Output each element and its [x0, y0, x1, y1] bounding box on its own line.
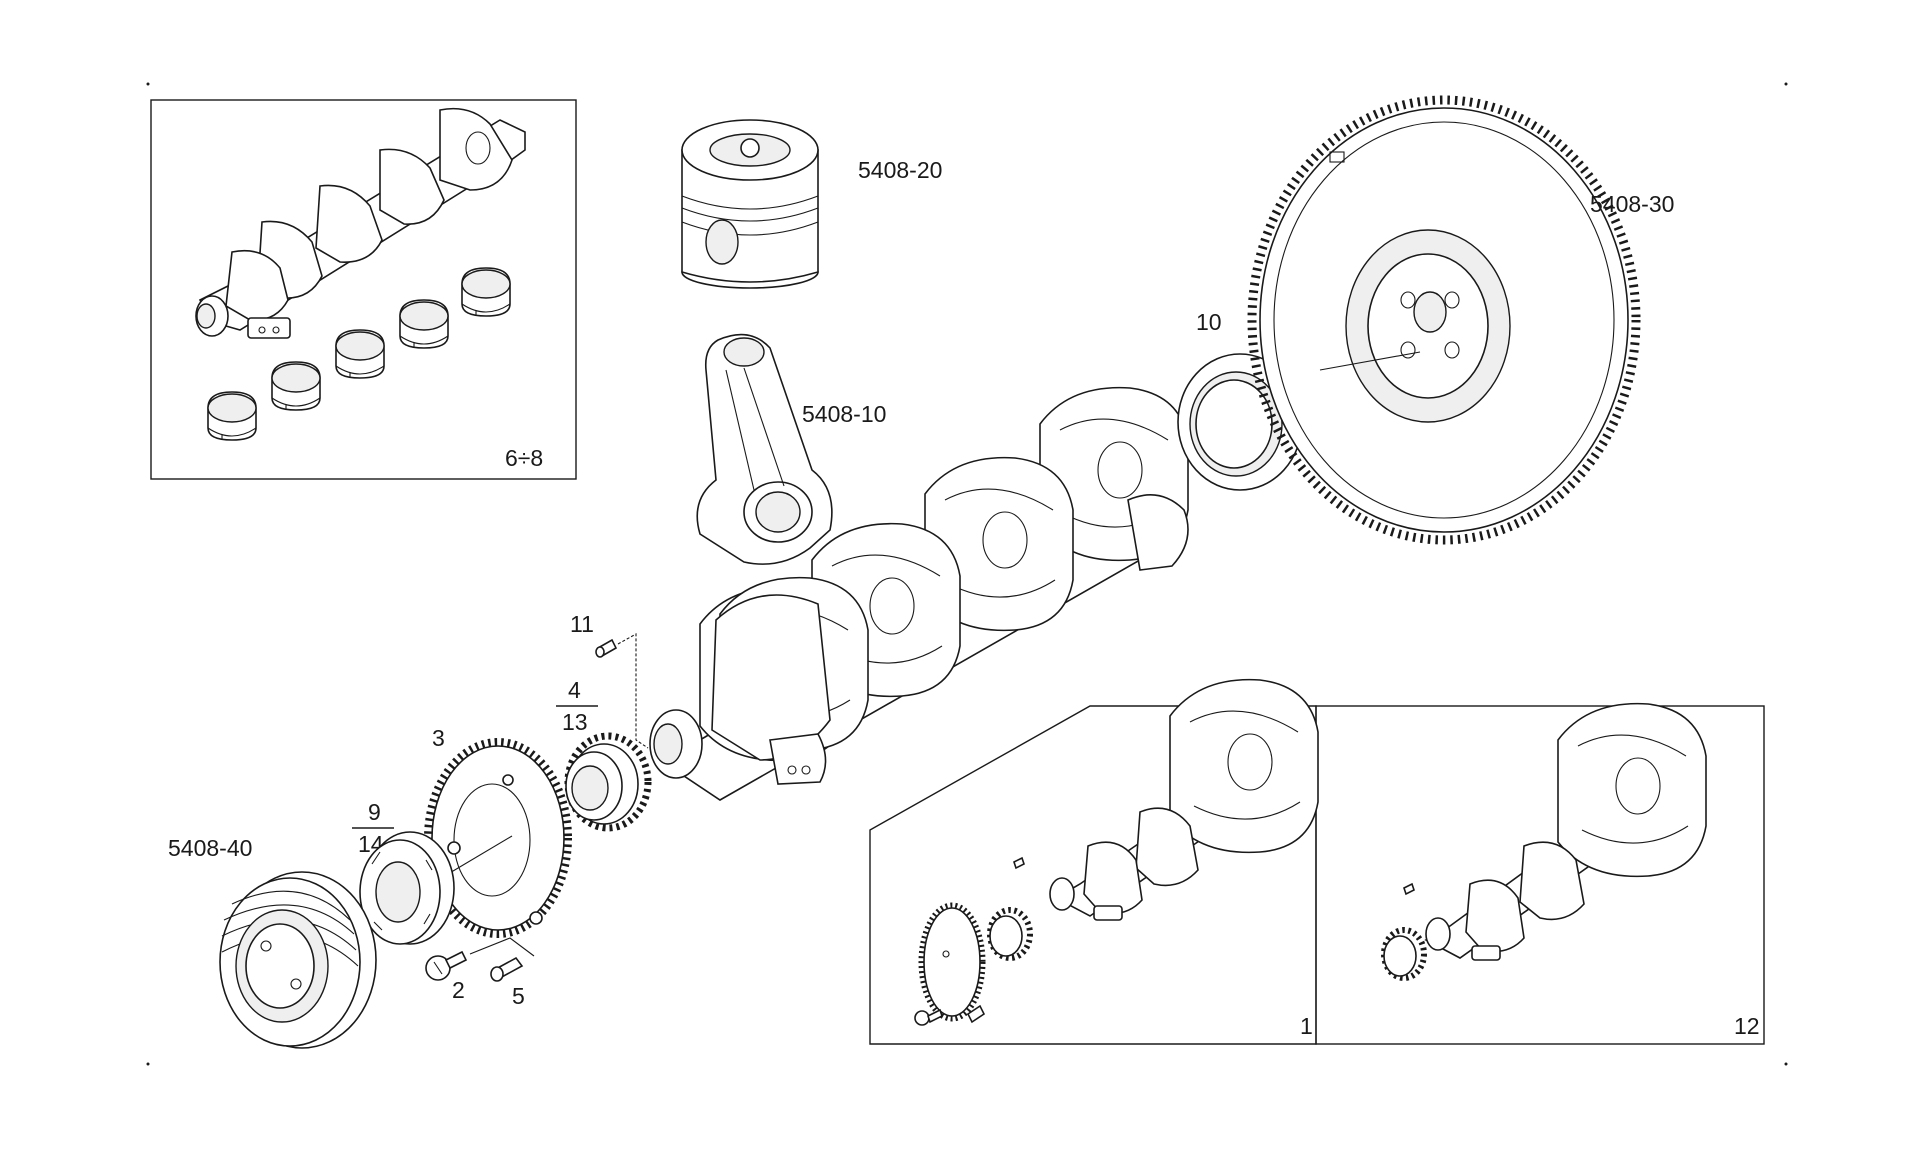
tone-wheel: 3: [424, 725, 572, 938]
conrod-label: 5408-10: [802, 401, 886, 427]
hub-top-label: 9: [368, 799, 381, 825]
variant-a-label: 1: [1300, 1013, 1313, 1039]
dowel: 11: [570, 611, 649, 749]
screw: 2: [425, 950, 468, 1003]
variant-1-crankshaft: 1: [914, 678, 1319, 1039]
connecting-rod: 5408-10: [696, 333, 886, 565]
pin-label: 5: [512, 983, 525, 1009]
registration-marks: [146, 82, 1788, 1066]
tone-wheel-label: 3: [432, 725, 445, 751]
piston-label: 5408-20: [858, 157, 942, 183]
main-crankshaft: [649, 386, 1189, 801]
inset-crankshaft: [195, 107, 526, 339]
screw-label: 2: [452, 977, 465, 1003]
pulley-label: 5408-40: [168, 835, 252, 861]
rear-seal-label: 10: [1196, 309, 1222, 335]
dowel-label: 11: [570, 611, 594, 637]
bearings-box-label: 6÷8: [505, 445, 543, 471]
variant-12-crankshaft: 12: [1381, 702, 1760, 1039]
hub: 9 14: [352, 799, 455, 945]
flywheel-label: 5408-30: [1590, 191, 1674, 217]
piston: 5408-20: [681, 119, 942, 289]
gear-top-label: 4: [568, 677, 581, 703]
bearings-inset: 6÷8: [150, 99, 577, 480]
flywheel: 5408-30: [1247, 95, 1674, 545]
pulley: 5408-40: [168, 835, 377, 1049]
variant-b-label: 12: [1734, 1013, 1760, 1039]
gear-bottom-label: 13: [562, 709, 588, 735]
pin: 5: [469, 937, 535, 1009]
variant-insets: [869, 705, 1765, 1045]
crank-gear: 4 13: [556, 677, 652, 832]
